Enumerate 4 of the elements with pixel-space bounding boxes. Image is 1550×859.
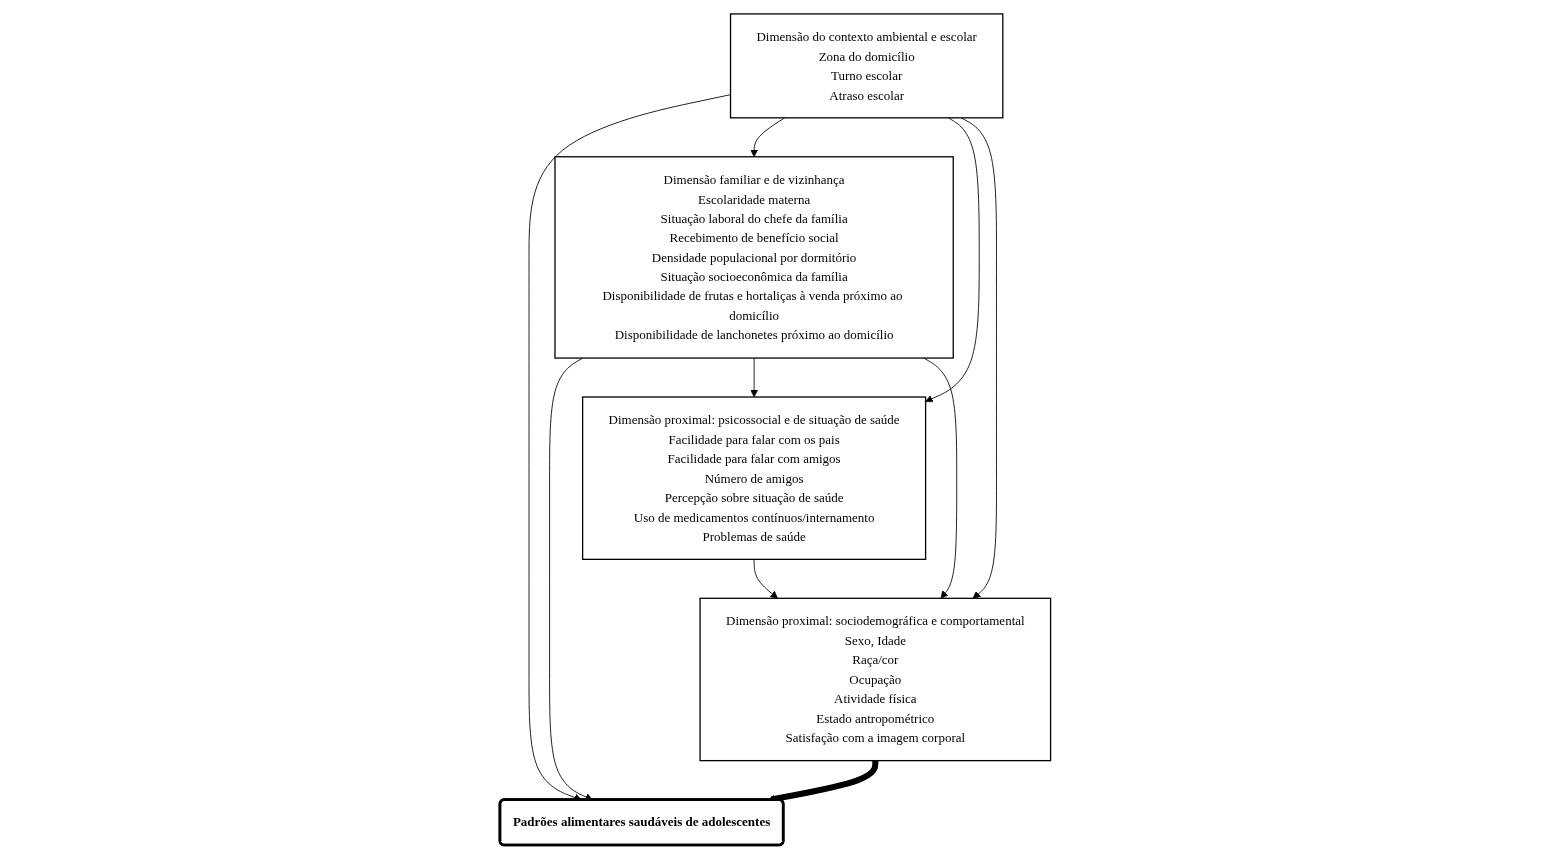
node-box: Dimensão do contexto ambiental e escolar Zona do domicílio Turno escolar Atraso escolar: [729, 13, 1004, 119]
node-box: Dimensão familiar e de vizinhança Escolaridade materna Situação laboral do chefe da família Recebimento de benefício social Densidade populacional por dormitório Situação socioeconômica da família Disponibilidade de frutas e hortaliças à venda próximo ao domicílio Disponibilidade de lanchonetes próximo ao domicílio: [554, 156, 954, 359]
node-box: Dimensão proximal: sociodemográfica e comportamental Sexo, Idade Raça/cor Ocupação Atividade física Estado antropométrico Satisfação com a imagem corporal: [699, 597, 1051, 762]
node-box: Dimensão proximal: psicossocial e de situação de saúde Facilidade para falar com os pais Facilidade para falar com amigos Número de amigos Percepção sobre situação de saúde Uso de medicamentos contínuos/internamento Problemas de saúde: [581, 396, 926, 560]
